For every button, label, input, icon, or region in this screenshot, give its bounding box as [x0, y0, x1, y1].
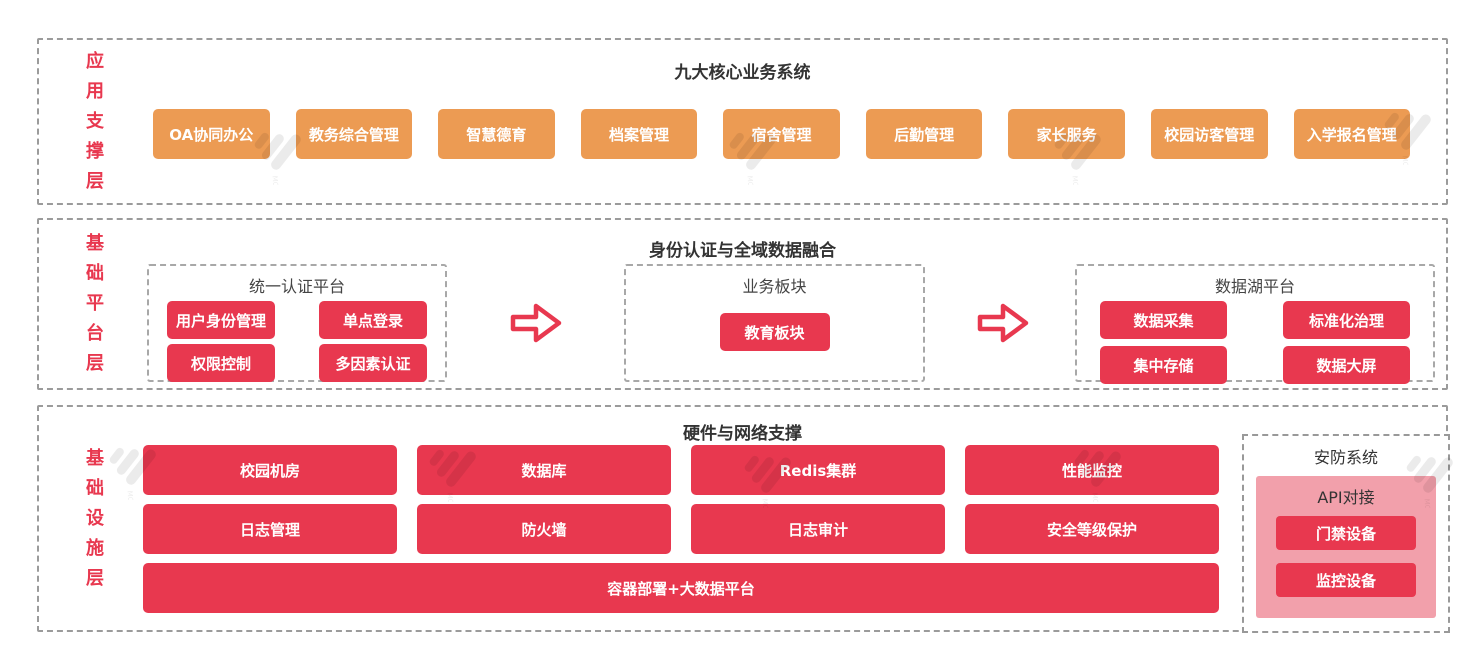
- infra-row-1: 校园机房 数据库 Redis集群 性能监控: [143, 445, 1219, 495]
- app-system-node-visitors: 校园访客管理: [1150, 109, 1268, 159]
- security-panel: 安防系统 API对接 门禁设备 监控设备: [1242, 434, 1450, 633]
- layer-app-support: 应用支撑层 九大核心业务系统 OA协同办公 教务综合管理 智慧德育 档案管理 宿…: [37, 38, 1448, 205]
- layer-platform: 基础平台层 身份认证与全域数据融合 统一认证平台 用户身份管理 单点登录 权限控…: [37, 218, 1448, 390]
- datalake-grid: 数据采集 标准化治理 集中存储 数据大屏: [1100, 301, 1410, 384]
- auth-node-permission: 权限控制: [167, 344, 275, 382]
- datalake-node-collection: 数据采集: [1100, 301, 1227, 339]
- auth-node-mfa: 多因素认证: [319, 344, 427, 382]
- app-system-node-academic: 教务综合管理: [295, 109, 413, 159]
- security-node-access-control: 门禁设备: [1276, 516, 1416, 550]
- datalake-node-dashboard: 数据大屏: [1283, 346, 1410, 384]
- app-system-node-archives: 档案管理: [580, 109, 698, 159]
- infra-node-container-bigdata: 容器部署+大数据平台: [143, 563, 1219, 613]
- business-group-title: 业务板块: [742, 277, 807, 296]
- layer-title-hardware-network: 硬件与网络支撑: [683, 424, 802, 444]
- datalake-node-storage: 集中存储: [1100, 346, 1227, 384]
- api-panel: API对接 门禁设备 监控设备: [1256, 476, 1436, 618]
- flow-arrow-icon: [510, 303, 562, 343]
- datalake-group-title: 数据湖平台: [1214, 277, 1295, 296]
- business-group: 业务板块 教育板块: [624, 264, 925, 382]
- app-system-node-oa: OA协同办公: [153, 109, 270, 159]
- datalake-group: 数据湖平台 数据采集 标准化治理 集中存储 数据大屏: [1075, 264, 1435, 384]
- api-panel-buttons: 门禁设备 监控设备: [1276, 516, 1416, 597]
- app-system-node-logistics: 后勤管理: [865, 109, 983, 159]
- app-system-node-dormitory: 宿舍管理: [723, 109, 840, 159]
- app-system-node-enrollment: 入学报名管理: [1293, 109, 1411, 159]
- app-system-node-moral-edu: 智慧德育: [438, 109, 555, 159]
- flow-arrow-icon: [977, 303, 1029, 343]
- infra-node-log-audit: 日志审计: [691, 504, 945, 554]
- infra-node-security-level: 安全等级保护: [965, 504, 1219, 554]
- business-node-education: 教育板块: [719, 313, 830, 351]
- infra-node-server-room: 校园机房: [143, 445, 397, 495]
- layer-label-text: 基础设施层: [86, 447, 104, 589]
- app-system-node-parents: 家长服务: [1008, 109, 1125, 159]
- auth-platform-grid: 用户身份管理 单点登录 权限控制 多因素认证: [167, 301, 427, 382]
- infra-node-redis: Redis集群: [691, 445, 945, 495]
- layer-title-identity-data: 身份认证与全域数据融合: [649, 241, 836, 261]
- layer-title-core-systems: 九大核心业务系统: [674, 63, 811, 83]
- auth-platform-group-title: 统一认证平台: [248, 277, 345, 296]
- auth-platform-group: 统一认证平台 用户身份管理 单点登录 权限控制 多因素认证: [147, 264, 447, 382]
- infra-row-2: 日志管理 防火墙 日志审计 安全等级保护: [143, 504, 1219, 554]
- layer-label-text: 应用支撑层: [86, 50, 104, 192]
- layer-infrastructure: 基础设施层 硬件与网络支撑 校园机房 数据库 Redis集群 性能监控 日志管理…: [37, 405, 1450, 633]
- infra-node-database: 数据库: [417, 445, 671, 495]
- datalake-node-governance: 标准化治理: [1283, 301, 1410, 339]
- auth-node-identity-mgmt: 用户身份管理: [167, 301, 275, 339]
- infra-grid: 校园机房 数据库 Redis集群 性能监控 日志管理 防火墙 日志审计 安全等级…: [143, 445, 1219, 613]
- infra-node-firewall: 防火墙: [417, 504, 671, 554]
- layer-label-text: 基础平台层: [86, 233, 104, 374]
- layer-label-platform: 基础平台层: [79, 220, 111, 388]
- layer-label-app-support: 应用支撑层: [79, 40, 111, 203]
- api-panel-title: API对接: [1317, 488, 1375, 507]
- security-panel-title: 安防系统: [1313, 448, 1378, 467]
- infra-node-log-mgmt: 日志管理: [143, 504, 397, 554]
- layer-label-infrastructure: 基础设施层: [79, 407, 111, 630]
- auth-node-sso: 单点登录: [319, 301, 427, 339]
- security-node-surveillance: 监控设备: [1276, 563, 1416, 597]
- infra-node-performance: 性能监控: [965, 445, 1219, 495]
- app-systems-row: OA协同办公 教务综合管理 智慧德育 档案管理 宿舍管理 后勤管理 家长服务 校…: [153, 109, 1411, 159]
